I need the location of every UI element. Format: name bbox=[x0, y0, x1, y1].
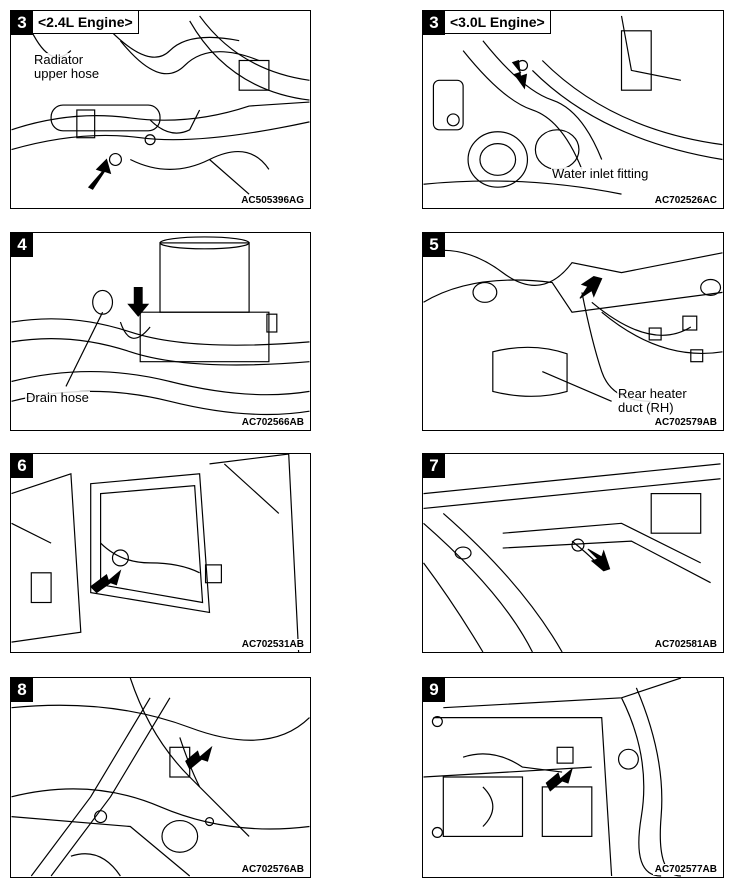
step-number: 4 bbox=[11, 233, 33, 257]
figure-panel-step8: 8 AC702576AB bbox=[10, 677, 311, 878]
step-number: 5 bbox=[423, 233, 445, 257]
callout-drain-hose: Drain hose bbox=[25, 390, 90, 405]
figure-code: AC702579AB bbox=[652, 417, 719, 428]
figure-panel-step4: 4 Drain hose AC702566AB bbox=[10, 232, 311, 431]
engine-label: <2.4L Engine> bbox=[33, 11, 139, 34]
callout-radiator-upper-hose: Radiator upper hose bbox=[33, 53, 115, 81]
figure-panel-step3-2.4l: 3 <2.4L Engine> Radiator upper hose AC50… bbox=[10, 10, 311, 209]
interior-panel-illustration bbox=[11, 454, 300, 652]
step-number: 3 bbox=[11, 11, 33, 35]
step-number: 3 bbox=[423, 11, 445, 35]
callout-water-inlet-fitting: Water inlet fitting bbox=[551, 166, 650, 181]
figure-code: AC702577AB bbox=[652, 864, 719, 875]
rear-quarter-illustration bbox=[11, 678, 310, 877]
heater-unit-illustration bbox=[11, 236, 310, 416]
engine-illustration-2.4l bbox=[11, 15, 310, 195]
figure-code: AC505396AG bbox=[239, 195, 306, 206]
roof-trim-illustration bbox=[423, 463, 721, 652]
callout-rear-heater-duct: Rear heater duct (RH) bbox=[617, 387, 697, 415]
figure-code: AC702566AB bbox=[239, 417, 306, 428]
liftgate-panel-illustration bbox=[423, 678, 682, 877]
engine-label: <3.0L Engine> bbox=[445, 11, 551, 34]
step-number: 7 bbox=[423, 454, 445, 478]
figure-panel-step5: 5 Rear heater duct (RH) AC702579AB bbox=[422, 232, 724, 431]
figure-panel-step9: 9 AC702577AB bbox=[422, 677, 724, 878]
figure-panel-step3-3.0l: 3 <3.0L Engine> Water inlet fitting AC70… bbox=[422, 10, 724, 209]
step-number: 6 bbox=[11, 454, 33, 478]
figure-panel-step7: 7 AC702581AB bbox=[422, 453, 724, 653]
figure-panel-step6: 6 AC702531AB bbox=[10, 453, 311, 653]
figure-code: AC702526AC bbox=[652, 195, 719, 206]
step-number: 8 bbox=[11, 678, 33, 702]
figure-code: AC702576AB bbox=[239, 864, 306, 875]
figure-code: AC702531AB bbox=[239, 639, 306, 650]
figure-code: AC702581AB bbox=[652, 639, 719, 650]
engine-illustration-3.0l bbox=[423, 15, 723, 195]
step-number: 9 bbox=[423, 678, 445, 702]
